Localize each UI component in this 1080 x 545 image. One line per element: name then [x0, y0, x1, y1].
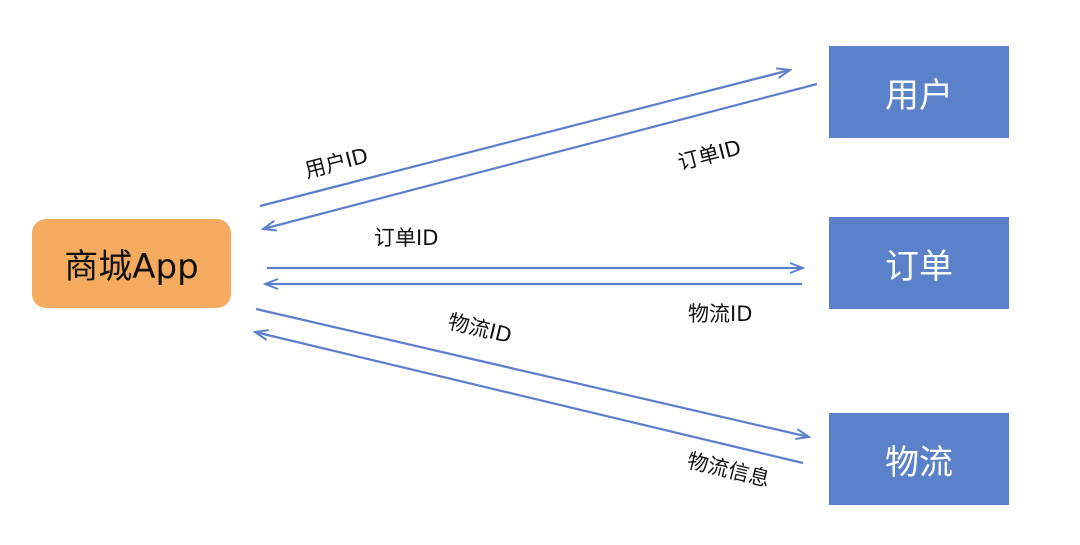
label-app-to-logistics: 物流ID	[446, 310, 514, 348]
arrow-users-to-app	[263, 82, 818, 229]
label-app-to-users: 用户ID	[302, 143, 370, 182]
logistics-node: 物流	[829, 413, 1009, 505]
users-node: 用户	[829, 46, 1009, 138]
logistics-label: 物流	[885, 442, 953, 483]
mall-app-node: 商城App	[32, 219, 231, 308]
label-orders-to-app: 物流ID	[688, 302, 752, 326]
label-app-to-orders: 订单ID	[374, 226, 438, 250]
mall-app-label: 商城App	[64, 247, 199, 287]
users-label: 用户	[885, 75, 953, 116]
arrow-logistics-to-app	[255, 332, 804, 465]
label-users-to-app: 订单ID	[675, 135, 743, 174]
arrow-app-to-users	[259, 70, 790, 208]
label-logistics-to-app: 物流信息	[685, 449, 772, 492]
orders-node: 订单	[829, 217, 1009, 309]
orders-label: 订单	[885, 246, 953, 287]
arrow-app-to-logistics	[255, 307, 809, 437]
